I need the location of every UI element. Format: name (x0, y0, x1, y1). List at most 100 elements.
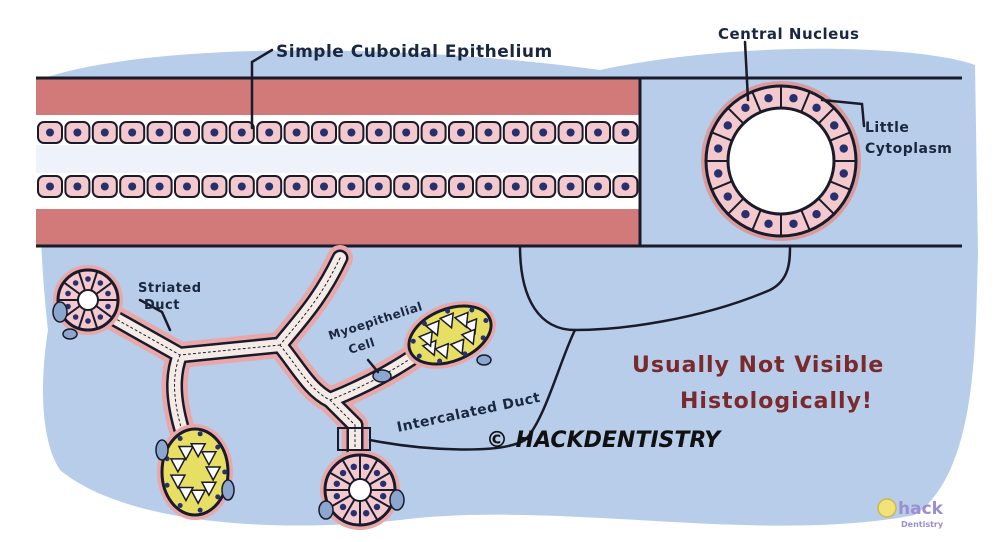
cell-border (711, 131, 733, 142)
mucous-cell (177, 445, 195, 462)
acinus-left (53, 265, 123, 335)
acinus-left-lumen (77, 289, 99, 311)
mucous-cell (438, 311, 455, 330)
cell-nucleus (177, 435, 183, 441)
cell-nucleus (789, 94, 798, 103)
branching-duct-system (52, 245, 496, 530)
leader-little-cytoplasm (820, 98, 866, 128)
logo-bulb-icon (877, 498, 897, 518)
mucous-cell (169, 474, 187, 490)
cell-nucleus (457, 128, 465, 137)
acinus-bottom-lumen (348, 478, 372, 502)
cell-row-bottom (37, 175, 639, 198)
cell-nucleus (72, 280, 79, 286)
duct-lumen (36, 145, 640, 173)
mucous-cell (424, 319, 440, 337)
callout-zoom-line (518, 244, 792, 332)
cell-nucleus (197, 431, 203, 437)
leader-myoepithelial (366, 358, 380, 374)
cell-nucleus (222, 469, 228, 475)
cell-nucleus (65, 290, 71, 297)
cell-nucleus (363, 509, 370, 517)
cell-nucleus (339, 469, 347, 477)
cell-nucleus (812, 103, 821, 112)
leader-striated-duct (138, 298, 172, 332)
cell-nucleus (621, 128, 630, 137)
cell-nucleus (333, 493, 341, 500)
cell-nucleus (210, 128, 219, 137)
myoepithelial-cell (221, 479, 235, 501)
cell-nucleus (480, 335, 486, 341)
cell-nucleus (347, 182, 356, 191)
label-central-nucleus: Central Nucleus (718, 25, 859, 43)
acinus-left-cells (58, 271, 118, 329)
cell-nucleus (484, 182, 493, 191)
cell-nucleus (215, 494, 221, 500)
cell-nucleus (566, 128, 575, 137)
cell-nucleus (155, 128, 164, 137)
cell-nucleus (374, 128, 383, 137)
mucous-bottom-body (160, 427, 230, 517)
cell-nucleus (128, 128, 137, 137)
cell-border (800, 91, 811, 113)
cell-border (751, 209, 762, 231)
cell-nucleus (839, 144, 848, 153)
cell-nucleus (437, 358, 443, 364)
cell-nucleus (85, 276, 91, 282)
cell-nucleus (197, 507, 203, 513)
cell-border (90, 271, 99, 291)
cell-nucleus (237, 182, 246, 191)
cell-nucleus (566, 182, 575, 191)
cell-border (829, 180, 851, 191)
label-striated-duct-2: Duct (144, 298, 180, 313)
cell-nucleus (105, 290, 111, 297)
mucous-cell (169, 458, 187, 474)
cell-nucleus (429, 128, 438, 137)
cell-border (329, 494, 351, 509)
cell-nucleus (594, 128, 602, 137)
cell-row-top (37, 121, 639, 144)
cell-nucleus (402, 128, 411, 137)
cell-nucleus (764, 219, 773, 228)
cell-nucleus (421, 320, 427, 326)
cell-nucleus (373, 469, 381, 477)
cell-border (369, 471, 391, 486)
cell-border (95, 305, 113, 319)
label-simple-cuboidal: Simple Cuboidal Epithelium (276, 42, 553, 62)
acinus-bottom (320, 450, 400, 530)
cell-nucleus (812, 210, 821, 219)
myoepithelial-cell (389, 489, 405, 511)
label-little-cytoplasm-2: Cytoplasm (865, 141, 952, 157)
cell-border (800, 209, 811, 231)
cell-nucleus (100, 128, 109, 137)
cross-section-cells (706, 86, 856, 236)
cell-border (63, 281, 81, 295)
cell-nucleus (265, 128, 274, 137)
cell-border (341, 459, 356, 481)
cell-nucleus (350, 509, 357, 517)
cell-border (369, 494, 391, 509)
cell-nucleus (379, 480, 387, 487)
cell-nucleus (830, 192, 839, 201)
cell-nucleus (594, 182, 602, 191)
cell-border (727, 107, 745, 125)
mucous-acinus-right (404, 301, 496, 369)
cell-nucleus (764, 94, 773, 103)
cell-nucleus (462, 351, 468, 357)
cell-nucleus (73, 128, 82, 137)
cell-nucleus (511, 128, 520, 137)
cell-nucleus (155, 182, 164, 191)
cell-border (727, 197, 745, 215)
cell-nucleus (46, 128, 54, 137)
cell-nucleus (177, 503, 183, 509)
cell-nucleus (265, 182, 274, 191)
cell-nucleus (320, 128, 328, 137)
note-line-1: Usually Not Visible (632, 353, 884, 378)
cell-nucleus (210, 182, 219, 191)
label-striated-duct-1: Striated (138, 281, 202, 296)
cell-nucleus (445, 308, 451, 314)
cell-border (711, 180, 733, 191)
cell-nucleus (320, 182, 328, 191)
myoepithelial-cell (372, 369, 392, 383)
cell-nucleus (483, 318, 489, 324)
